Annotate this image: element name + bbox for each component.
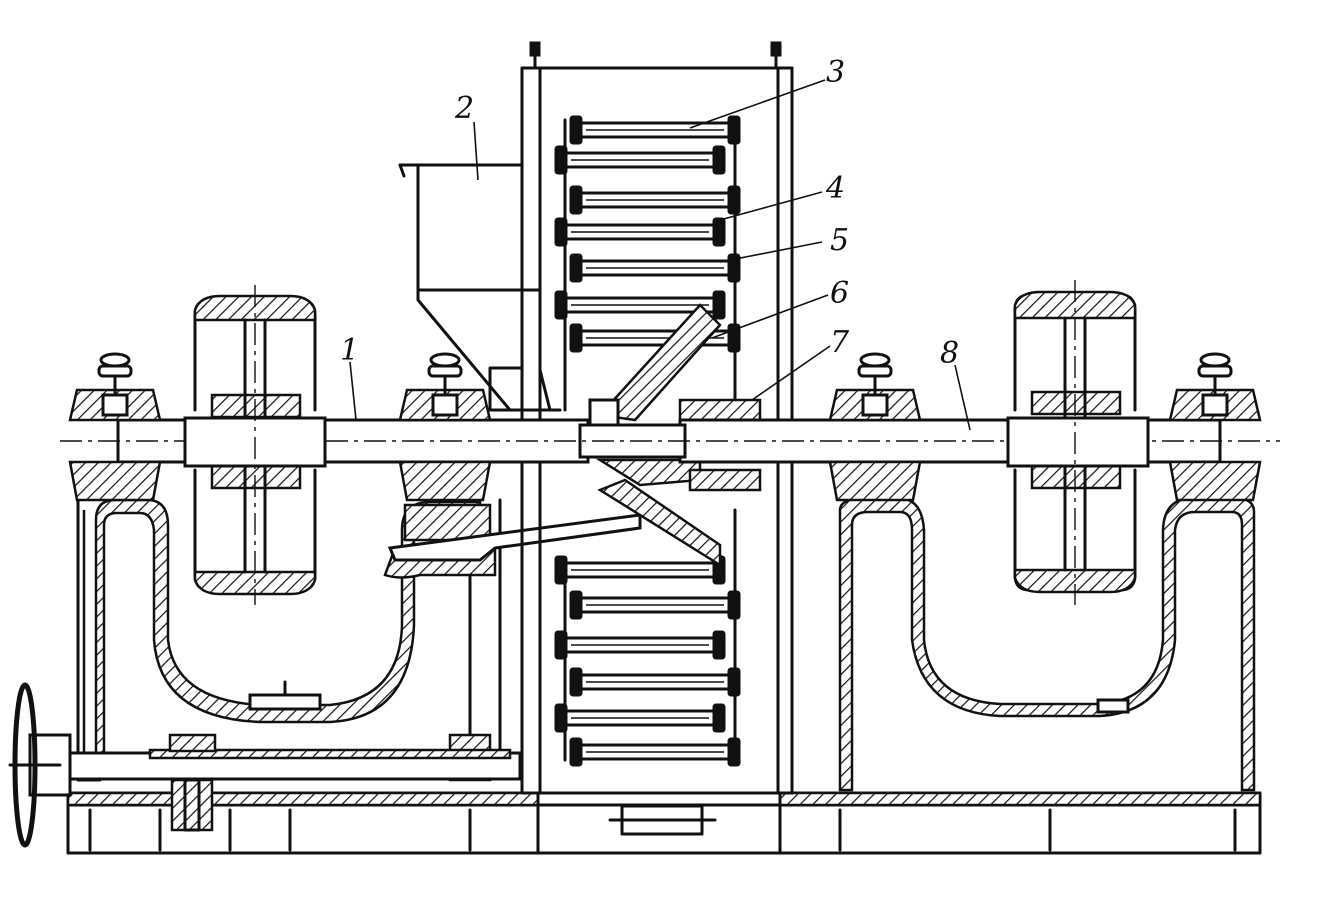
right-inner-bearing [828, 352, 922, 502]
upper-roller-stack [554, 115, 741, 412]
left-pulley [183, 285, 327, 605]
label-2: 2 [454, 91, 474, 126]
center-wedge [588, 303, 762, 568]
label-4: 4 [825, 171, 845, 206]
lower-roller [554, 703, 726, 733]
upper-roller [569, 253, 741, 283]
base-frame [66, 791, 1262, 855]
label-5: 5 [830, 223, 849, 258]
main-shaft [60, 418, 1280, 464]
lower-roller [569, 590, 741, 620]
label-1: 1 [340, 333, 359, 368]
upper-roller [569, 115, 741, 145]
label-8: 8 [940, 336, 959, 371]
lower-roller-stack [554, 508, 741, 767]
leader-lines [349, 79, 971, 431]
lower-roller [554, 555, 726, 585]
upper-roller [554, 145, 726, 175]
right-pedestal [838, 496, 1256, 792]
upper-roller [554, 290, 726, 320]
lower-roller [554, 630, 726, 660]
bearing-housings [68, 352, 1262, 502]
right-pulley [1006, 280, 1150, 605]
left-outer-bearing [68, 352, 162, 502]
label-6: 6 [830, 276, 849, 311]
feed-hopper [398, 163, 562, 412]
drive-shaft [8, 682, 522, 848]
upper-roller [554, 217, 726, 247]
upper-roller [569, 185, 741, 215]
label-7: 7 [830, 325, 850, 360]
label-3: 3 [826, 55, 845, 90]
right-outer-bearing [1168, 352, 1262, 502]
part-labels: 1 2 3 4 5 6 7 8 [340, 55, 959, 371]
lower-roller [569, 737, 741, 767]
left-inner-bearing [398, 352, 492, 502]
lower-roller [569, 667, 741, 697]
